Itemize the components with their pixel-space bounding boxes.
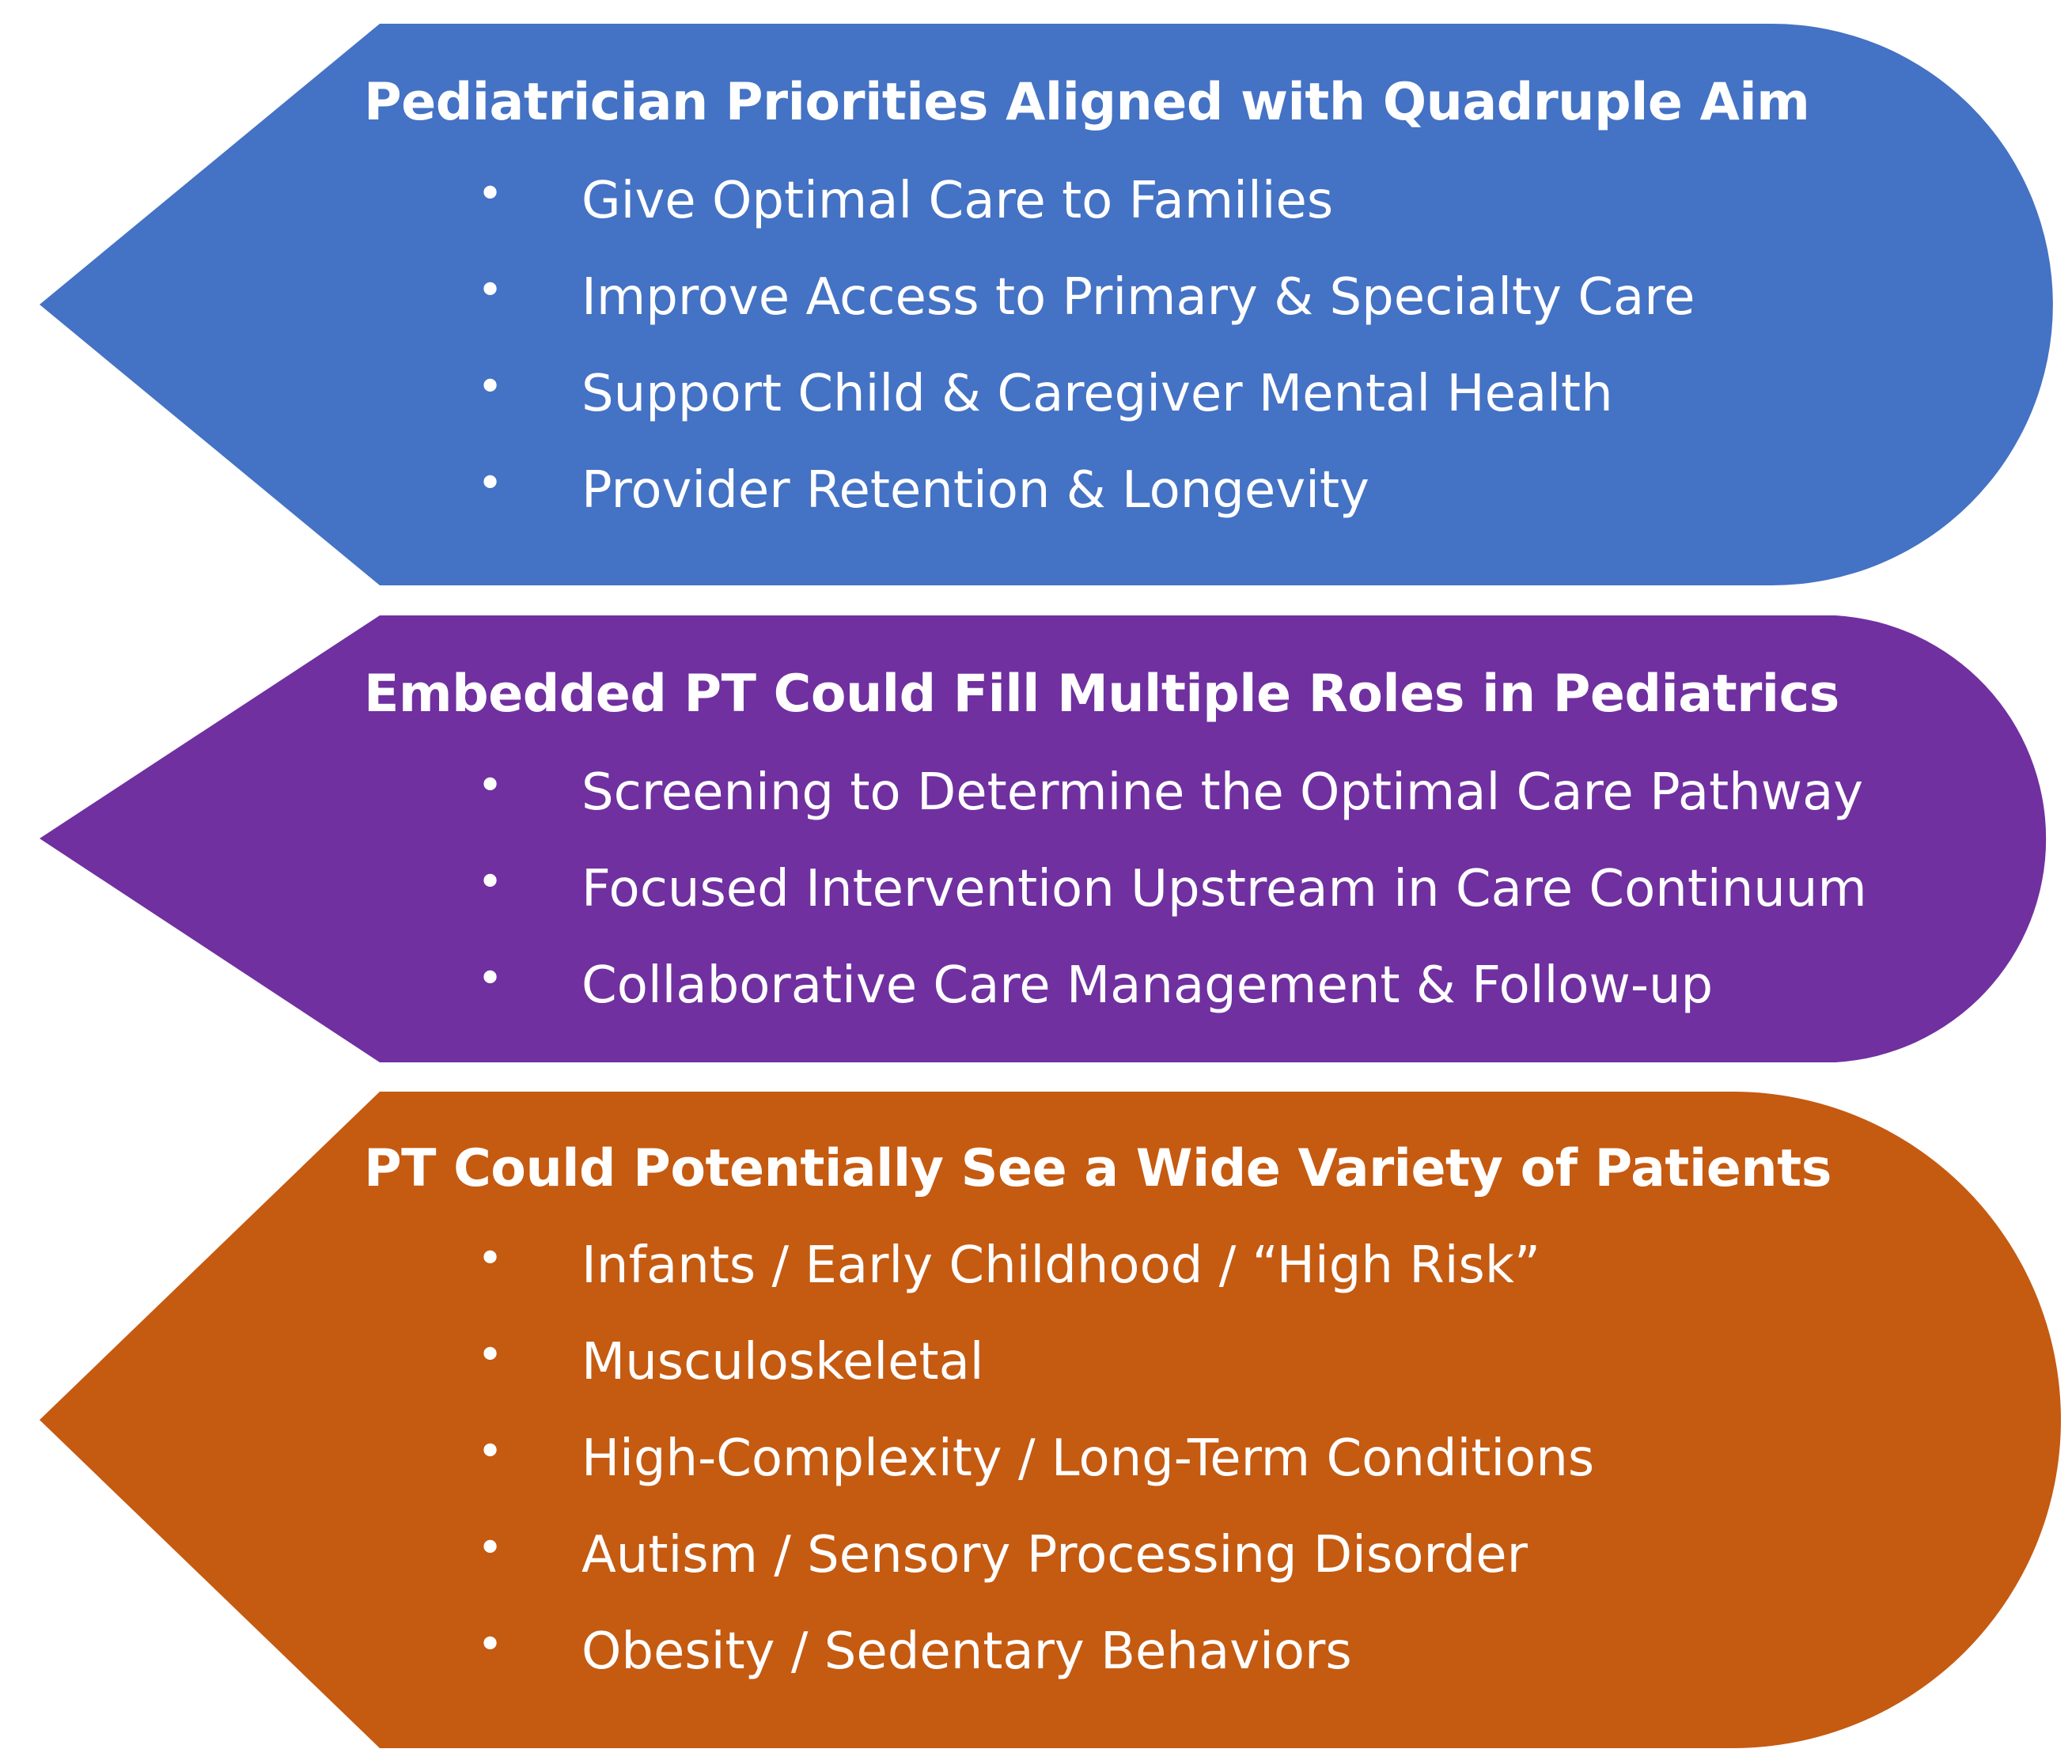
bullet-icon: • bbox=[477, 1330, 504, 1381]
section-heading: Pediatrician Priorities Aligned with Qua… bbox=[364, 73, 1810, 132]
section-pt-patient-variety: PT Could Potentially See a Wide Variety … bbox=[0, 1092, 2072, 1748]
list-item-label: Obesity / Sedentary Behaviors bbox=[581, 1622, 1352, 1681]
bullet-icon: • bbox=[477, 458, 504, 509]
list-item-label: Give Optimal Care to Families bbox=[581, 172, 1334, 230]
section-pediatrician-priorities: Pediatrician Priorities Aligned with Qua… bbox=[0, 24, 2072, 585]
bullet-icon: • bbox=[477, 1619, 504, 1671]
bullet-icon: • bbox=[477, 168, 504, 220]
section-heading: Embedded PT Could Fill Multiple Roles in… bbox=[364, 664, 1839, 724]
list-item-label: Provider Retention & Longevity bbox=[581, 461, 1369, 520]
bullet-icon: • bbox=[477, 1426, 504, 1478]
bullet-icon: • bbox=[477, 1523, 504, 1574]
bullet-icon: • bbox=[477, 857, 504, 908]
list-item-label: High-Complexity / Long-Term Conditions bbox=[581, 1429, 1595, 1488]
bullet-icon: • bbox=[477, 265, 504, 316]
section-heading: PT Could Potentially See a Wide Variety … bbox=[364, 1139, 1831, 1198]
list-item-label: Focused Intervention Upstream in Care Co… bbox=[581, 860, 1867, 918]
list-item-label: Autism / Sensory Processing Disorder bbox=[581, 1526, 1528, 1584]
orange-arrow-path bbox=[40, 1092, 2061, 1748]
bullet-icon: • bbox=[477, 1233, 504, 1285]
blue-arrow-shape bbox=[40, 24, 2053, 585]
purple-arrow-path bbox=[40, 615, 2047, 1062]
bullet-icon: • bbox=[477, 953, 504, 1005]
list-item-label: Support Child & Caregiver Mental Health bbox=[581, 365, 1613, 423]
bullet-icon: • bbox=[477, 760, 504, 812]
list-item-label: Collaborative Care Management & Follow-u… bbox=[581, 956, 1714, 1015]
section-embedded-pt-roles: Embedded PT Could Fill Multiple Roles in… bbox=[0, 615, 2072, 1062]
blue-arrow-path bbox=[40, 24, 2053, 585]
bullet-icon: • bbox=[477, 362, 504, 413]
list-item-label: Musculoskeletal bbox=[581, 1333, 984, 1391]
list-item-label: Improve Access to Primary & Specialty Ca… bbox=[581, 268, 1695, 327]
list-item-label: Screening to Determine the Optimal Care … bbox=[581, 763, 1864, 822]
purple-arrow-shape bbox=[40, 615, 2047, 1062]
list-item-label: Infants / Early Childhood / “High Risk” bbox=[581, 1236, 1541, 1295]
orange-arrow-shape bbox=[40, 1092, 2061, 1748]
